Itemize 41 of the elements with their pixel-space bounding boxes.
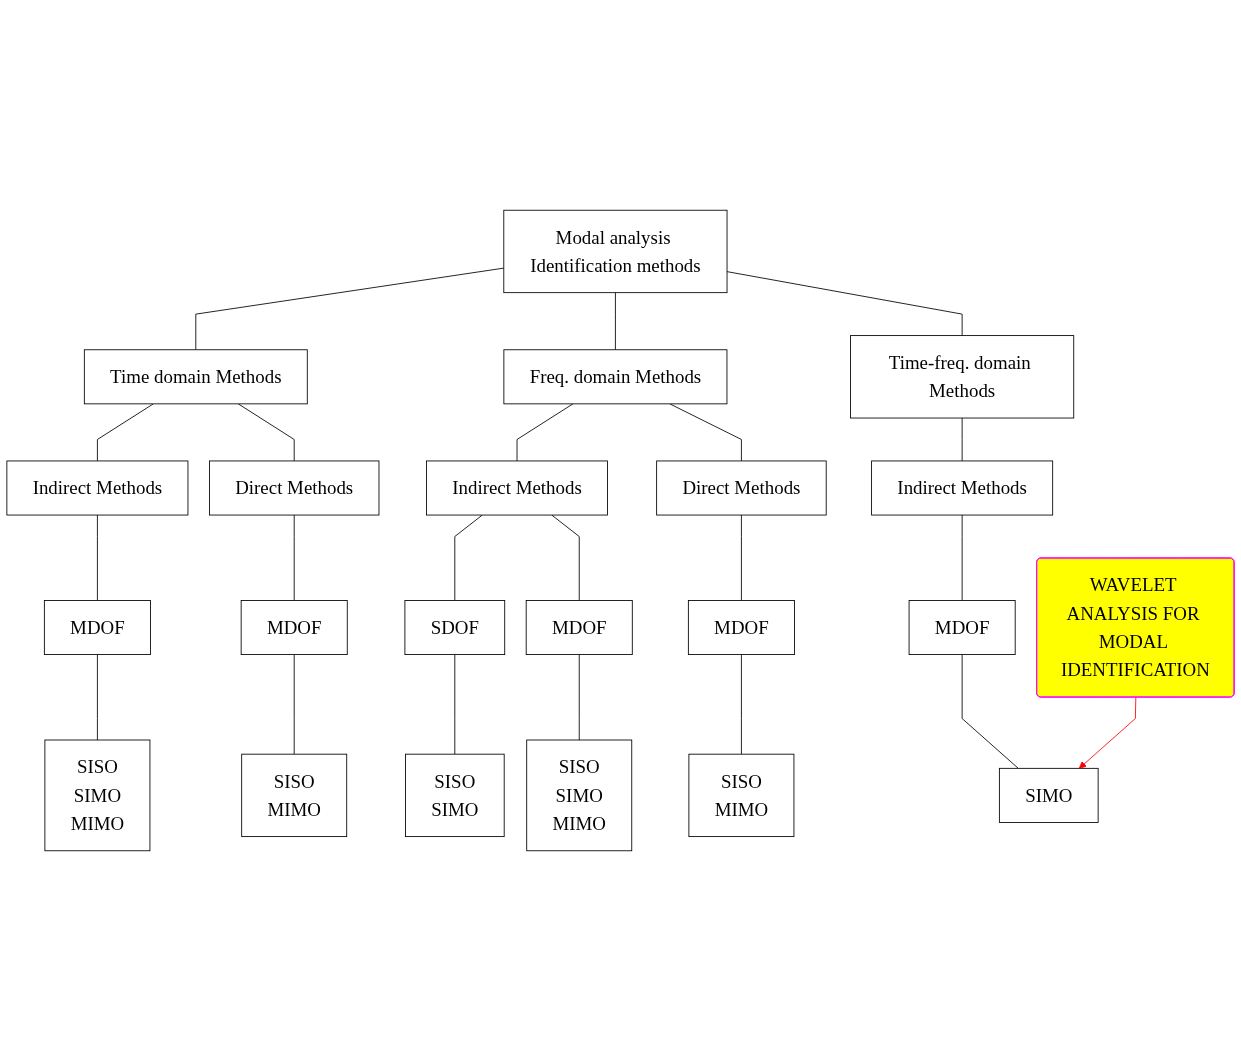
connector xyxy=(961,654,1019,769)
node-box: MDOF xyxy=(43,600,151,655)
node-box: MDOF xyxy=(908,600,1016,655)
connector xyxy=(961,417,963,462)
connector xyxy=(516,403,574,462)
connector xyxy=(293,514,295,601)
node-box: Modal analysis Identification methods xyxy=(503,209,728,294)
connector xyxy=(615,292,616,351)
connector xyxy=(741,514,742,601)
connector xyxy=(293,654,295,755)
node-box: MDOF xyxy=(240,600,348,655)
node-box: SIMO xyxy=(998,767,1099,823)
node-box: Indirect Methods xyxy=(426,460,608,516)
connector xyxy=(578,654,580,741)
connector xyxy=(741,654,742,755)
connector xyxy=(551,514,580,601)
connector xyxy=(195,267,505,351)
node-box: MDOF xyxy=(687,600,795,655)
node-box: SDOF xyxy=(404,600,506,655)
node-box: SISO SIMO MIMO xyxy=(44,739,151,852)
node-box: Direct Methods xyxy=(656,460,827,516)
node-box: Indirect Methods xyxy=(871,460,1054,516)
node-box: SISO SIMO MIMO xyxy=(526,739,633,852)
node-box: SISO MIMO xyxy=(688,753,795,838)
connector xyxy=(96,654,98,741)
node-box: SISO SIMO xyxy=(405,753,505,838)
connector xyxy=(96,514,98,601)
connector xyxy=(726,271,963,336)
node-box: Time domain Methods xyxy=(83,349,308,405)
node-box: Time-freq. domain Methods xyxy=(850,335,1075,419)
node-box: Freq. domain Methods xyxy=(503,349,728,405)
node-box: SISO MIMO xyxy=(241,753,348,838)
node-box: MDOF xyxy=(525,600,633,655)
connector xyxy=(96,403,154,462)
node-box: Direct Methods xyxy=(209,460,380,516)
node-box: Indirect Methods xyxy=(6,460,189,516)
connector xyxy=(961,514,963,601)
connector xyxy=(669,403,742,462)
connector xyxy=(237,403,295,462)
connector xyxy=(454,654,456,755)
connector xyxy=(454,514,483,601)
